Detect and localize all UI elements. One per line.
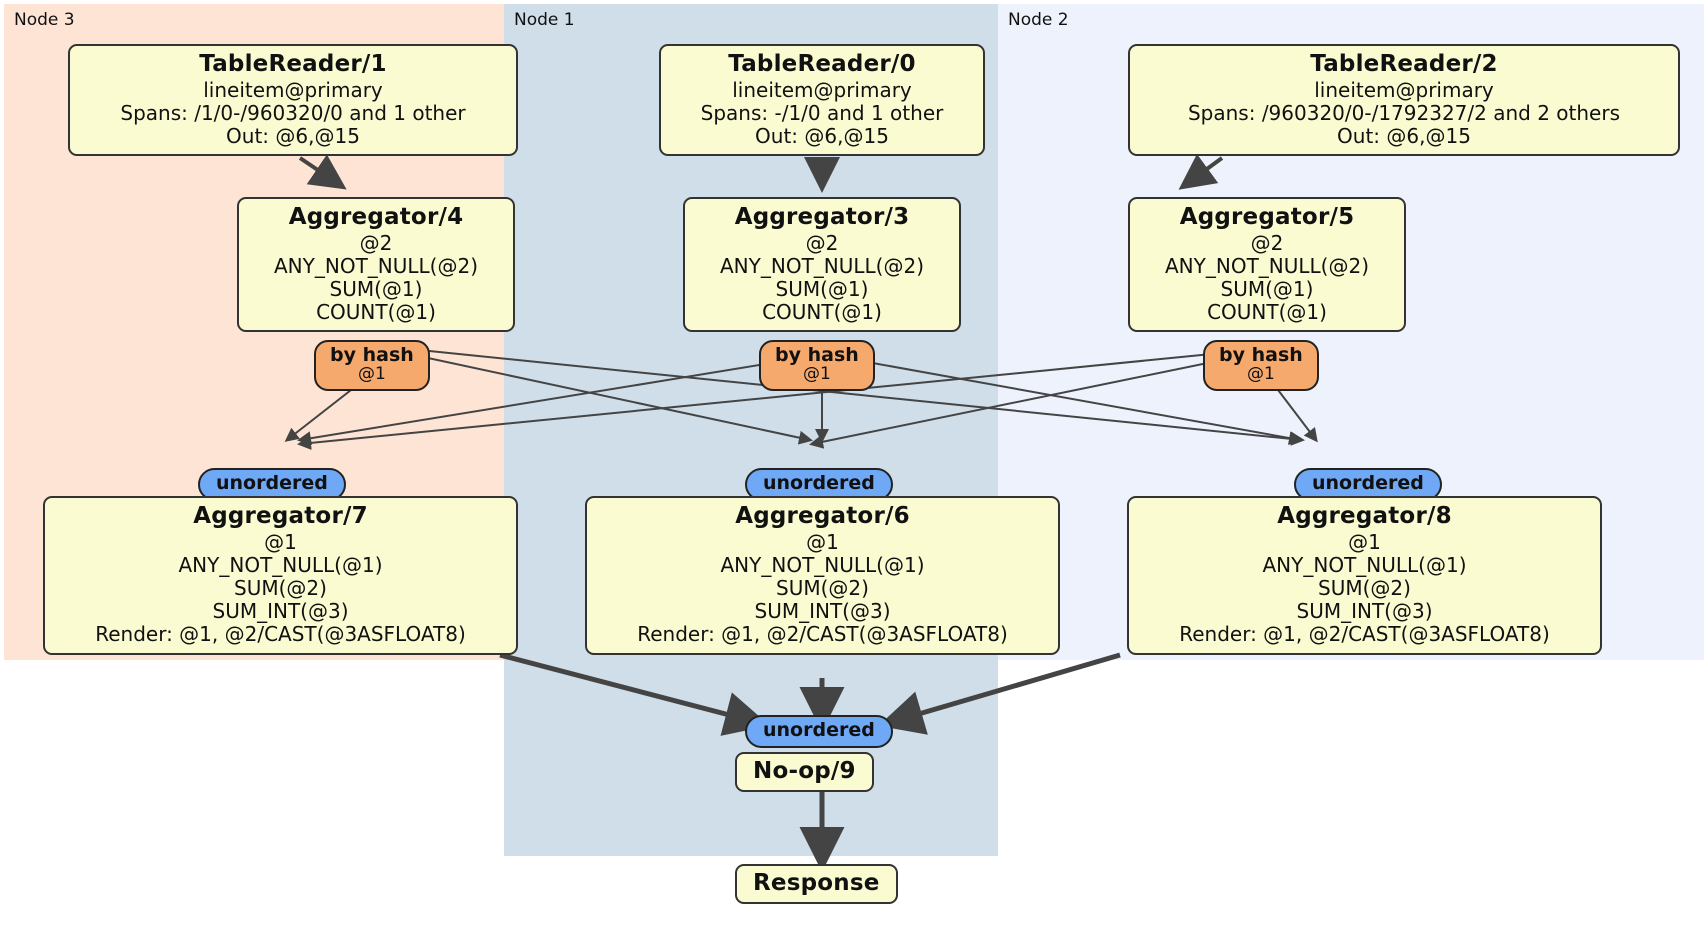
router-type-label: by hash bbox=[775, 344, 859, 366]
processor-title: Aggregator/8 bbox=[1277, 503, 1452, 529]
processor-line: SUM(@1) bbox=[1220, 277, 1314, 302]
processor-line: ANY_NOT_NULL(@1) bbox=[720, 552, 925, 577]
router-type-label: by hash bbox=[330, 344, 414, 366]
processor-aggregator-6[interactable]: Aggregator/6 @1 ANY_NOT_NULL(@1) SUM(@2)… bbox=[585, 496, 1060, 655]
processor-line: @1 bbox=[806, 529, 839, 554]
processor-line: Render: @1, @2/CAST(@3ASFLOAT8) bbox=[637, 622, 1008, 647]
processor-noop-9[interactable]: No-op/9 bbox=[735, 752, 874, 792]
processor-title: Aggregator/6 bbox=[735, 503, 910, 529]
processor-line: ANY_NOT_NULL(@2) bbox=[1165, 253, 1369, 278]
processor-line: SUM_INT(@3) bbox=[212, 599, 349, 624]
processor-line: SUM(@1) bbox=[329, 277, 423, 302]
processor-line: Spans: -/1/0 and 1 other bbox=[700, 100, 944, 125]
processor-line: lineitem@primary bbox=[732, 77, 912, 102]
processor-line: COUNT(@1) bbox=[762, 300, 882, 325]
processor-line: Out: @6,@15 bbox=[755, 124, 889, 149]
processor-tablereader-2[interactable]: TableReader/2 lineitem@primary Spans: /9… bbox=[1128, 44, 1680, 157]
processor-aggregator-8[interactable]: Aggregator/8 @1 ANY_NOT_NULL(@1) SUM(@2)… bbox=[1127, 496, 1602, 655]
processor-line: @1 bbox=[1348, 529, 1381, 554]
processor-title: Response bbox=[753, 870, 880, 896]
node-label-node3: Node 3 bbox=[14, 10, 75, 30]
processor-title: Aggregator/5 bbox=[1179, 204, 1355, 230]
node-label-node1: Node 1 bbox=[514, 10, 575, 30]
router-column-label: @1 bbox=[357, 363, 386, 384]
processor-aggregator-3[interactable]: Aggregator/3 @2 ANY_NOT_NULL(@2) SUM(@1)… bbox=[683, 197, 961, 333]
router-by-hash-center[interactable]: by hash @1 bbox=[759, 340, 875, 391]
processor-title: Aggregator/7 bbox=[193, 503, 368, 529]
synchronizer-unordered-final[interactable]: unordered bbox=[745, 715, 893, 748]
processor-line: Render: @1, @2/CAST(@3ASFLOAT8) bbox=[95, 622, 466, 647]
synchronizer-unordered-left[interactable]: unordered bbox=[198, 468, 346, 501]
processor-line: @2 bbox=[805, 230, 839, 255]
processor-line: ANY_NOT_NULL(@1) bbox=[178, 552, 383, 577]
processor-line: COUNT(@1) bbox=[1207, 300, 1327, 325]
processor-line: Spans: /1/0-/960320/0 and 1 other bbox=[120, 100, 466, 125]
processor-line: @2 bbox=[359, 230, 393, 255]
processor-tablereader-1[interactable]: TableReader/1 lineitem@primary Spans: /1… bbox=[68, 44, 518, 157]
router-column-label: @1 bbox=[802, 363, 831, 384]
processor-line: SUM(@1) bbox=[775, 277, 869, 302]
processor-title: Aggregator/4 bbox=[288, 204, 464, 230]
processor-line: ANY_NOT_NULL(@2) bbox=[720, 253, 924, 278]
processor-aggregator-5[interactable]: Aggregator/5 @2 ANY_NOT_NULL(@2) SUM(@1)… bbox=[1128, 197, 1406, 333]
processor-line: Render: @1, @2/CAST(@3ASFLOAT8) bbox=[1179, 622, 1550, 647]
processor-line: ANY_NOT_NULL(@1) bbox=[1262, 552, 1467, 577]
processor-title: TableReader/2 bbox=[1310, 51, 1498, 77]
processor-title: Aggregator/3 bbox=[734, 204, 910, 230]
router-column-label: @1 bbox=[1246, 363, 1275, 384]
processor-line: ANY_NOT_NULL(@2) bbox=[274, 253, 478, 278]
processor-aggregator-4[interactable]: Aggregator/4 @2 ANY_NOT_NULL(@2) SUM(@1)… bbox=[237, 197, 515, 333]
processor-title: TableReader/1 bbox=[199, 51, 387, 77]
processor-tablereader-0[interactable]: TableReader/0 lineitem@primary Spans: -/… bbox=[659, 44, 985, 157]
processor-line: Out: @6,@15 bbox=[226, 124, 360, 149]
processor-aggregator-7[interactable]: Aggregator/7 @1 ANY_NOT_NULL(@1) SUM(@2)… bbox=[43, 496, 518, 655]
processor-line: COUNT(@1) bbox=[316, 300, 436, 325]
node-label-node2: Node 2 bbox=[1008, 10, 1069, 30]
processor-response[interactable]: Response bbox=[735, 864, 898, 904]
processor-line: Out: @6,@15 bbox=[1337, 124, 1471, 149]
processor-line: SUM(@2) bbox=[234, 576, 327, 601]
router-by-hash-right[interactable]: by hash @1 bbox=[1203, 340, 1319, 391]
processor-line: @1 bbox=[264, 529, 297, 554]
processor-line: lineitem@primary bbox=[1314, 77, 1494, 102]
processor-line: SUM(@2) bbox=[776, 576, 869, 601]
processor-line: lineitem@primary bbox=[203, 77, 383, 102]
processor-line: SUM_INT(@3) bbox=[1296, 599, 1433, 624]
processor-line: SUM_INT(@3) bbox=[754, 599, 891, 624]
processor-title: TableReader/0 bbox=[728, 51, 916, 77]
router-by-hash-left[interactable]: by hash @1 bbox=[314, 340, 430, 391]
processor-line: @2 bbox=[1250, 230, 1284, 255]
processor-title: No-op/9 bbox=[753, 758, 856, 784]
processor-line: Spans: /960320/0-/1792327/2 and 2 others bbox=[1187, 100, 1620, 125]
synchronizer-unordered-center[interactable]: unordered bbox=[745, 468, 893, 501]
processor-line: SUM(@2) bbox=[1318, 576, 1411, 601]
router-type-label: by hash bbox=[1219, 344, 1303, 366]
